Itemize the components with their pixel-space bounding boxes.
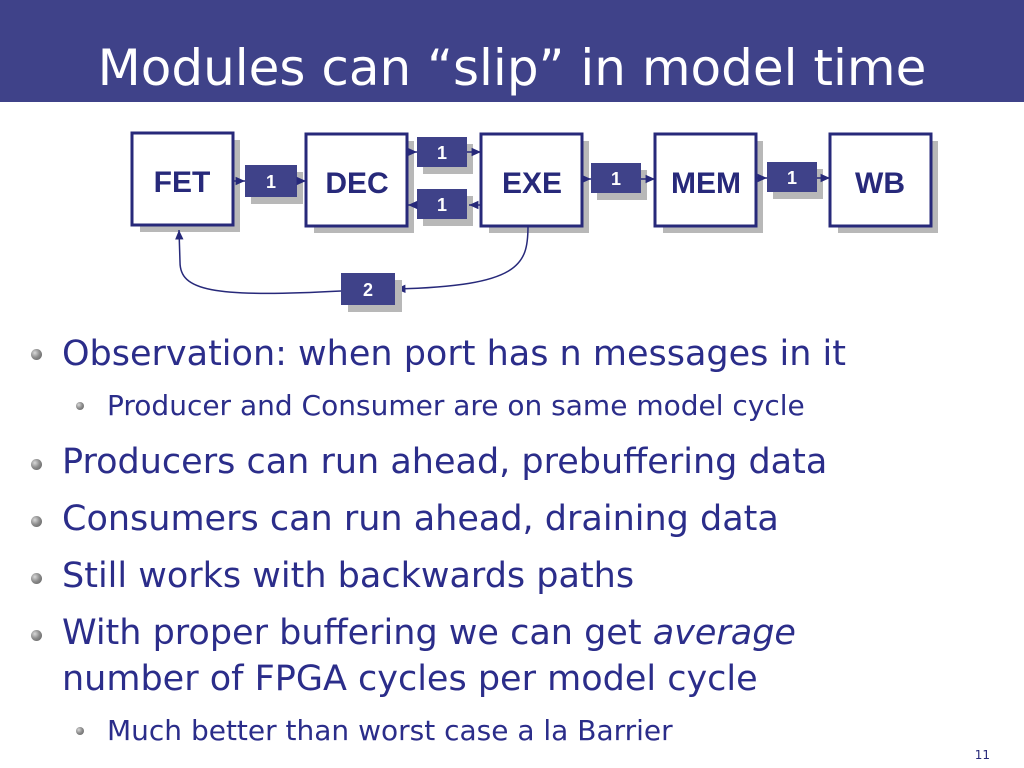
title-bar: Modules can “slip” in model time	[0, 0, 1024, 102]
port-label-mem-wb: 1	[787, 168, 797, 188]
module-fet: FET	[130, 131, 240, 232]
page-number: 11	[974, 748, 990, 762]
port-dec-exe-forward: 1	[407, 137, 481, 174]
bullet-proper-buffering-line2: number of FPGA cycles per model cycle	[62, 659, 758, 699]
pipeline-diagram: FET DEC EXE MEM WB 1 1 1	[130, 131, 938, 312]
sub-bullet-barrier: Much better than worst case a la Barrier	[107, 714, 673, 747]
sub-bullet-icon	[76, 727, 84, 735]
port-exe-fet-backward: 2	[175, 225, 529, 312]
module-label-dec: DEC	[325, 167, 388, 200]
bullet-icon	[31, 349, 42, 360]
module-label-exe: EXE	[502, 167, 562, 200]
module-wb: WB	[828, 132, 938, 233]
port-fet-dec: 1	[234, 165, 306, 204]
sub-bullet-same-cycle: Producer and Consumer are on same model …	[107, 389, 805, 422]
module-dec: DEC	[304, 132, 414, 233]
port-label-exe-fet-backward: 2	[363, 280, 373, 300]
port-mem-wb: 1	[756, 162, 830, 199]
module-exe: EXE	[479, 132, 589, 233]
port-label-fet-dec: 1	[266, 172, 276, 192]
module-mem: MEM	[653, 132, 763, 233]
bullet-observation: Observation: when port has n messages in…	[62, 334, 846, 374]
sub-bullet-icon	[76, 402, 84, 410]
bullet-proper-buffering-emphasis: average	[652, 613, 796, 653]
port-label-exe-dec-backward: 1	[437, 195, 447, 215]
slide-title: Modules can “slip” in model time	[97, 39, 927, 97]
bullet-icon	[31, 516, 42, 527]
bullet-proper-buffering-text: With proper buffering we can get	[62, 613, 653, 653]
module-label-mem: MEM	[671, 167, 741, 200]
port-exe-dec-backward: 1	[408, 189, 481, 226]
module-label-fet: FET	[154, 166, 211, 199]
port-label-exe-mem: 1	[611, 169, 621, 189]
module-label-wb: WB	[855, 167, 905, 200]
bullet-icon	[31, 573, 42, 584]
bullet-icon	[31, 630, 42, 641]
port-exe-mem: 1	[581, 163, 655, 200]
bullet-backwards-paths: Still works with backwards paths	[62, 556, 635, 596]
bullet-proper-buffering: With proper buffering we can get average	[62, 610, 796, 656]
bullet-icon	[31, 459, 42, 470]
bullet-producers: Producers can run ahead, prebuffering da…	[62, 442, 828, 482]
bullet-consumers: Consumers can run ahead, draining data	[62, 499, 779, 539]
port-label-dec-exe-forward: 1	[437, 143, 447, 163]
